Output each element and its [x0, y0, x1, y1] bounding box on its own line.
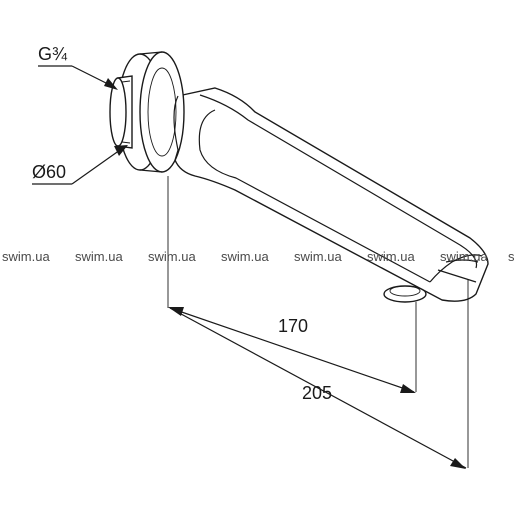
watermark-text: s — [508, 249, 515, 264]
extension-lines — [167, 176, 469, 468]
spout-body — [174, 87, 489, 303]
thread-callout: G¾ — [38, 44, 118, 90]
thread-size-label: G¾ — [38, 44, 68, 64]
dimension-170-label: 170 — [278, 316, 308, 336]
watermark-text: swim.ua — [148, 249, 196, 264]
watermark-text: swim.ua — [2, 249, 50, 264]
watermark-text: swim.ua — [440, 249, 488, 264]
diameter-label: Ø60 — [32, 162, 66, 182]
diameter-callout: Ø60 — [32, 145, 128, 185]
watermark-text: swim.ua — [367, 249, 415, 264]
dimension-205: 205 — [169, 307, 467, 469]
watermark-text: swim.ua — [294, 249, 342, 264]
dimension-170: 170 — [168, 307, 416, 393]
thread-connector — [109, 75, 133, 149]
dimension-205-label: 205 — [302, 383, 332, 403]
watermark-row: swim.ua swim.ua swim.ua swim.ua swim.ua … — [2, 249, 515, 264]
watermark-text: swim.ua — [75, 249, 123, 264]
watermark-text: swim.ua — [221, 249, 269, 264]
